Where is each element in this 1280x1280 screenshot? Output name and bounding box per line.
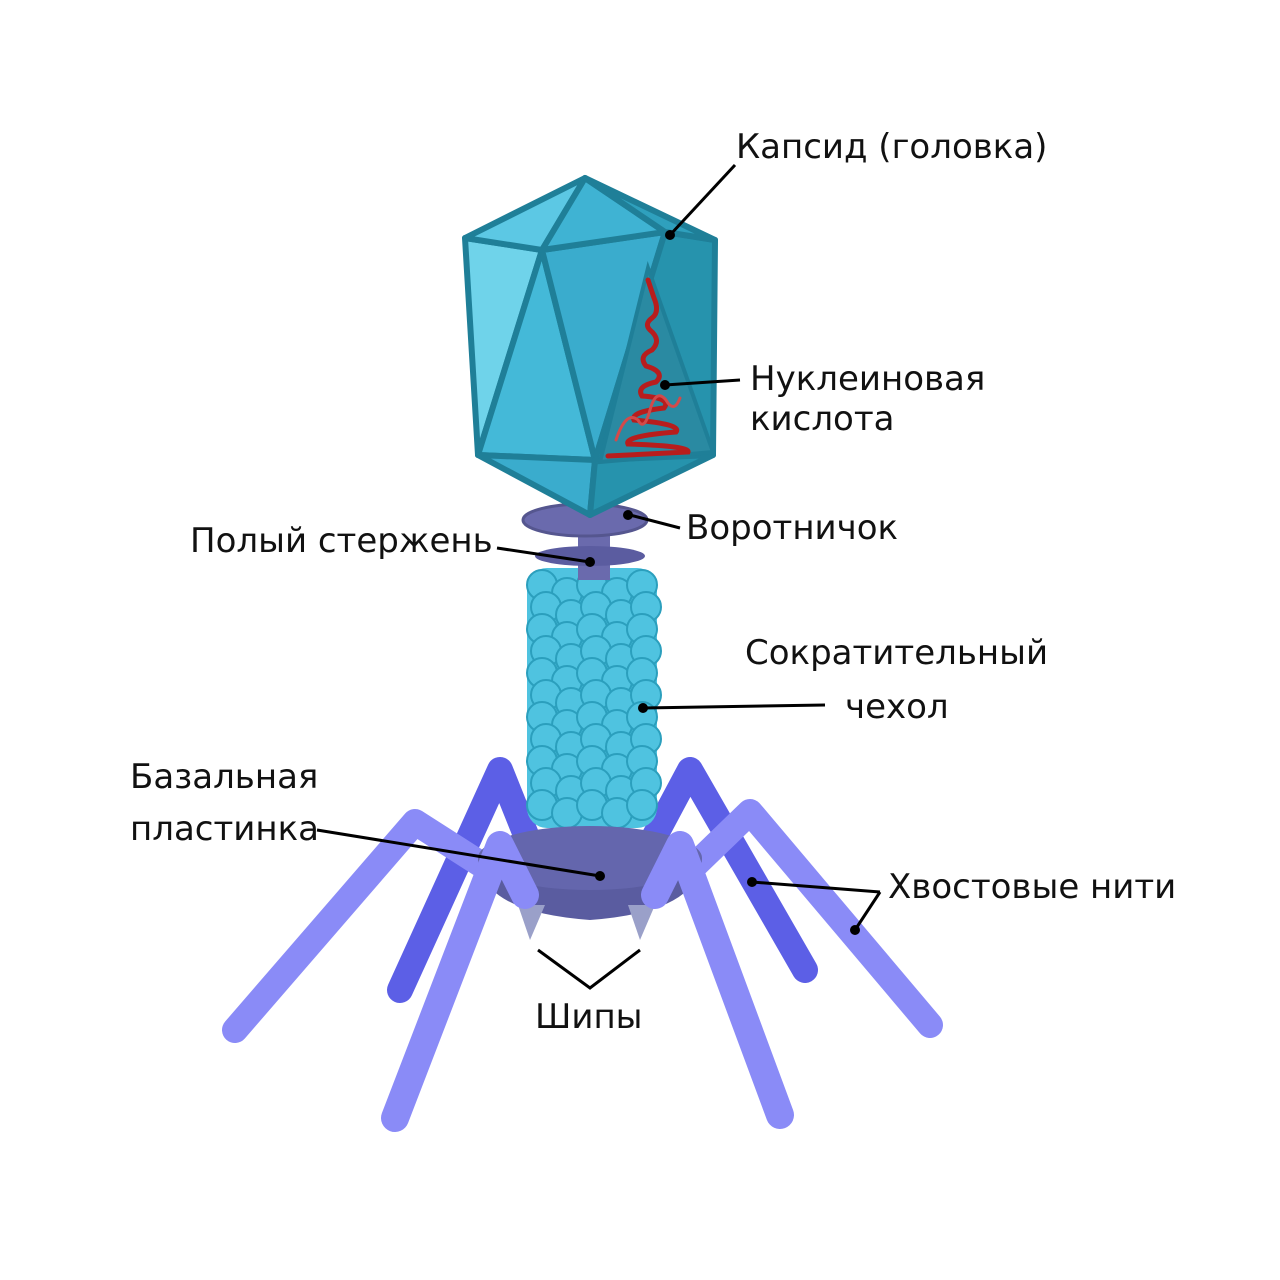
sheath-subunit [626,789,658,821]
contractile-sheath [526,568,662,829]
tail-fiber-front-right [641,831,794,1129]
label-spikes: Шипы [535,997,643,1037]
label-capsid: Капсид (головка) [736,127,1048,167]
tail-fiber-outer-right [677,799,943,1038]
spike-left [518,905,545,940]
label-nucleic-acid-line1: Нуклеиновая [750,359,986,399]
tail-fiber-back-right [637,757,818,983]
label-hollow-core: Полый стержень [190,521,493,561]
label-baseplate-line1: Базальная [130,757,319,797]
tail-fibers-back [387,757,818,1003]
spike-right [628,905,655,940]
leader-dots [585,230,860,935]
label-sheath-line2: чехол [845,687,949,727]
nucleic-acid [605,277,691,459]
leader-lines [316,163,882,990]
tail-fibers-front [381,831,794,1132]
sheath-subunits [526,569,662,829]
nucleic-acid-window [597,261,716,465]
label-collar: Воротничок [686,508,899,548]
label-sheath-line1: Сократительный [745,633,1049,673]
spikes [518,905,655,940]
label-baseplate-line2: пластинка [130,809,319,849]
label-tail-fibers: Хвостовые нити [888,867,1177,907]
label-nucleic-acid-line2: кислота [750,399,895,439]
tail-fiber-front-left [381,831,539,1132]
tail-fiber-back-left [387,757,543,1003]
hollow-core-disc [535,546,645,566]
